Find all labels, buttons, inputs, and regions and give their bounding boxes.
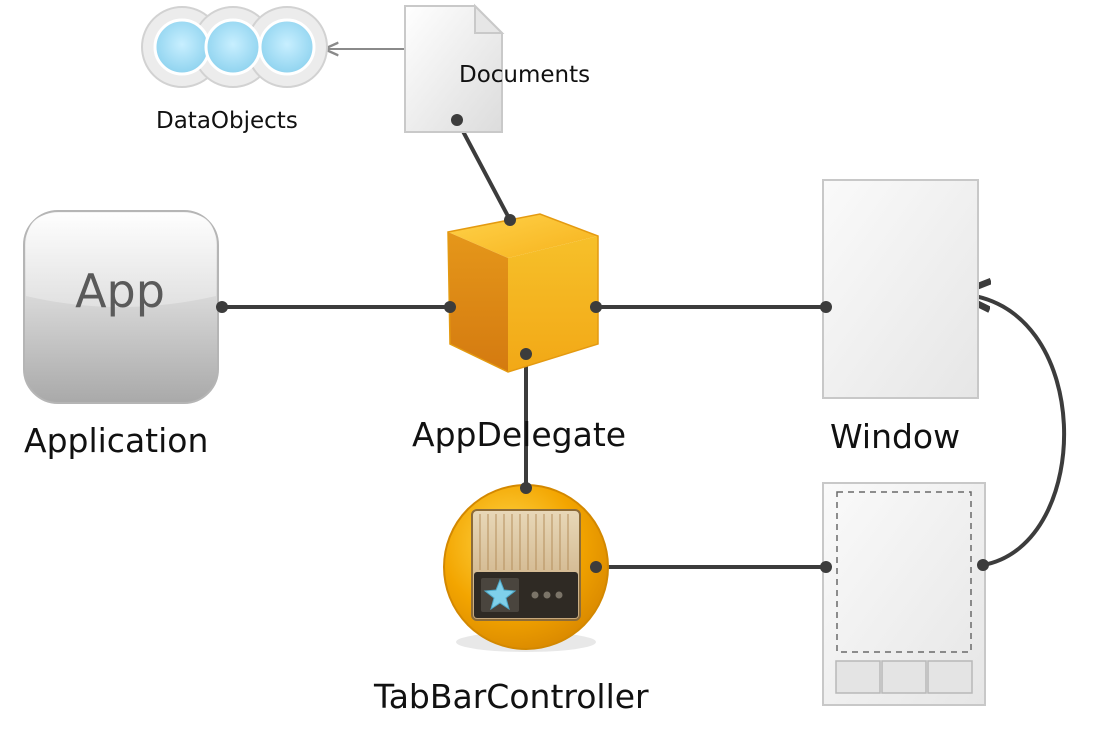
tabbarcontroller-label: TabBarController: [374, 677, 649, 716]
connections: [222, 119, 1067, 569]
app-icon: [23, 210, 219, 404]
application-label: Application: [24, 421, 209, 460]
data-objects-icon: [141, 6, 328, 88]
documents-label: Documents: [459, 62, 591, 88]
connector-documents-appdelegate: [455, 119, 512, 221]
window-label: Window: [830, 417, 961, 456]
cube-icon: [447, 213, 599, 373]
app-icon-text: App: [75, 264, 165, 318]
dataobjects-label: DataObjects: [156, 108, 298, 134]
appdelegate-label: AppDelegate: [412, 415, 627, 454]
curved-arrow-tabbarwindow-window: [958, 294, 1067, 567]
connector-dots: [216, 114, 989, 573]
tab-bar-window-icon: [822, 482, 986, 706]
tab-bar-controller-icon: [443, 484, 609, 652]
window-icon: [822, 179, 979, 399]
star-icon: [483, 578, 517, 611]
document-icon: [404, 3, 505, 133]
